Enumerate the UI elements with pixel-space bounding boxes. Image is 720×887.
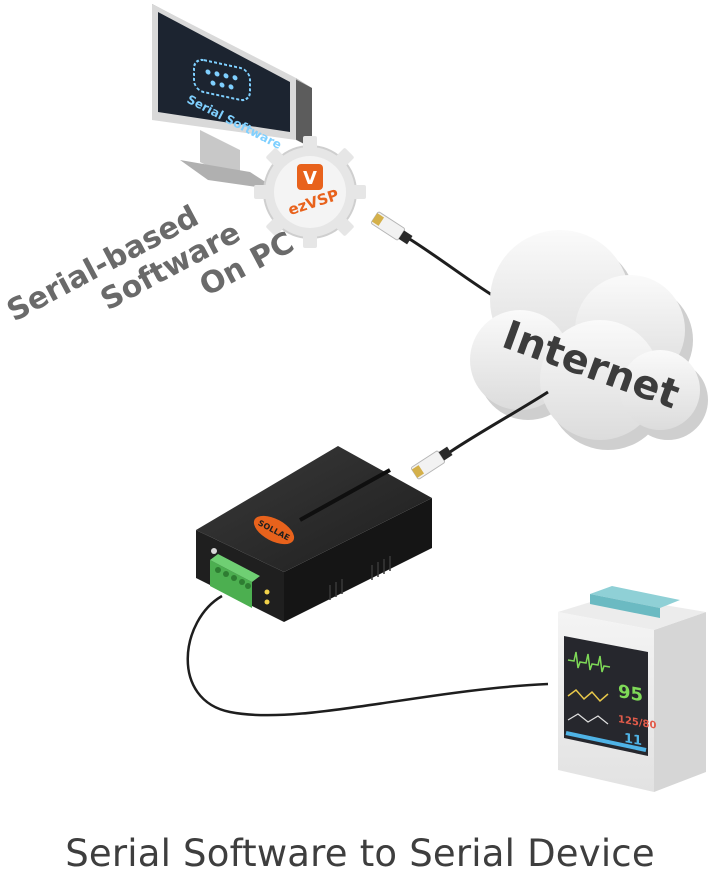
ezvsp-gear: V ezVSP <box>254 136 366 248</box>
cable-pc-internet <box>407 236 501 302</box>
db9-connector-icon <box>193 58 251 102</box>
terminal-block <box>210 554 260 608</box>
cable-device-patient-monitor <box>186 594 549 717</box>
pm-handle-front <box>590 594 660 618</box>
resp-waveform <box>567 713 609 725</box>
internet-cloud: Internet <box>470 230 708 450</box>
pm-value-1: 95 <box>618 681 643 706</box>
rj45-plug-device-icon <box>411 446 453 480</box>
pm-value-3: 11 <box>624 731 642 749</box>
ecg-waveform <box>567 651 611 673</box>
pleth-waveform <box>567 688 609 703</box>
device-vents <box>329 556 391 600</box>
cable-internet-device <box>449 390 549 454</box>
computer-monitor: Serial Software <box>152 4 312 190</box>
power-led <box>264 589 270 595</box>
device-top-ridge <box>299 468 391 522</box>
pm-right-side <box>654 612 706 792</box>
ezvsp-logo-letter: V <box>303 168 317 189</box>
rj45-plug-pc-icon <box>371 211 413 245</box>
status-led <box>211 548 217 554</box>
monitor-screen <box>158 12 290 132</box>
ezvsp-logo-icon <box>297 164 323 190</box>
caption: Serial Software to Serial Device <box>65 832 655 875</box>
device-right-side <box>284 498 432 622</box>
device-server: SOLLAE <box>196 446 432 622</box>
screen-bottom-bar <box>565 731 647 752</box>
monitor-base <box>180 160 278 190</box>
link-led <box>264 599 270 605</box>
pm-handle <box>590 586 680 608</box>
patient-monitor: 95 125/80 11 <box>558 586 706 792</box>
